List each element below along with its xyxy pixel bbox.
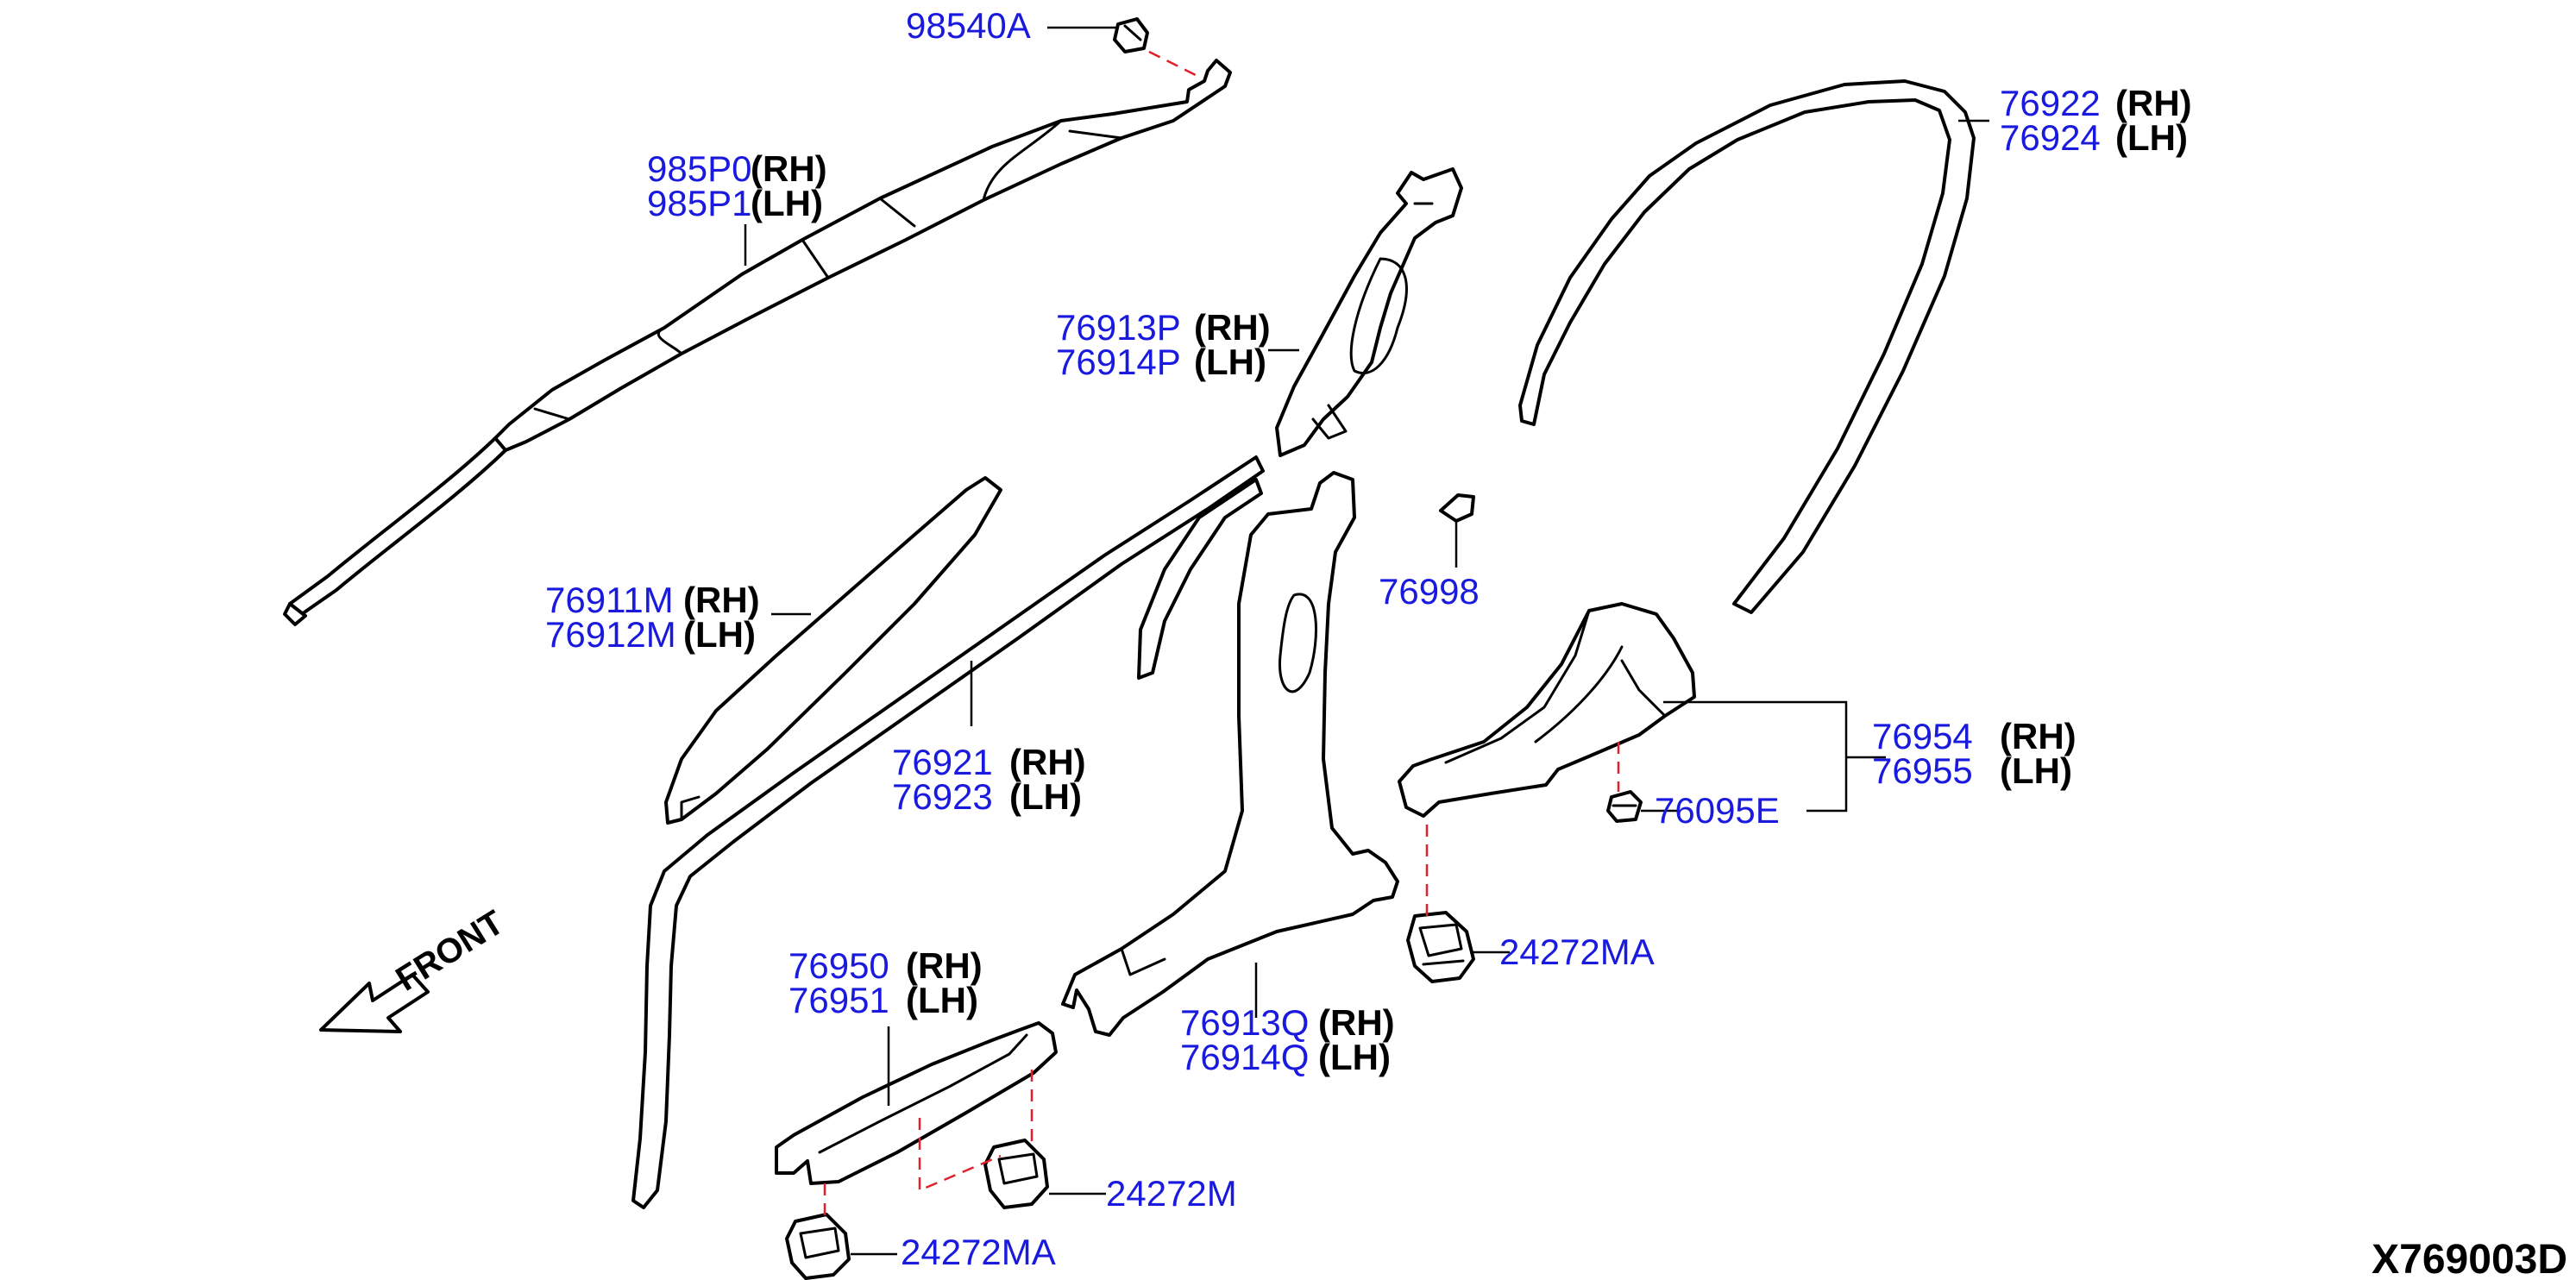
center-pillar-garnish-76913Q[interactable] [1061,471,1399,1037]
callout-76911M-side: (RH) [683,580,760,620]
callout-985P0-side: (RH) [751,148,827,189]
callout-76095E: 76095E [1655,790,1780,831]
callout-76912M: 76912M [545,614,676,655]
callout-76924: 76924 [2000,117,2101,158]
leader-lines [744,26,1989,1256]
callout-76923: 76923 [892,776,993,817]
clip-76095E[interactable] [1606,790,1643,823]
clip-24272MA-right[interactable] [1406,911,1475,983]
callout-76921: 76921 [892,742,993,782]
clip-24272MA-bottom[interactable] [785,1213,851,1280]
callout-76914Q: 76914Q [1180,1037,1309,1077]
callout-76954: 76954 [1872,716,1973,756]
callout-76954-side: (RH) [2000,716,2077,756]
callout-24272M: 24272M [1106,1173,1237,1214]
callout-76951-side: (LH) [906,980,978,1020]
weatherstrip-76921[interactable] [631,455,1265,1209]
callout-985P0: 985P0 [647,148,751,189]
callout-76923-side: (LH) [1009,776,1082,817]
callout-76924-side: (LH) [2115,117,2188,158]
callout-985P1: 985P1 [647,183,751,223]
curtain-airbag-985P[interactable] [283,59,1232,626]
clip-24272M[interactable] [983,1139,1049,1209]
kicking-plate-76950[interactable] [775,1021,1058,1185]
pillar-finisher-76913P[interactable] [1275,167,1463,457]
callout-24272MA-right: 24272MA [1499,932,1655,972]
weatherstrip-76922[interactable] [1518,79,1976,614]
callout-98540A: 98540A [906,5,1031,46]
front-label: FRONT [389,903,510,998]
callout-76955: 76955 [1872,750,1973,791]
kicking-plate-76954[interactable] [1398,602,1696,818]
callout-76912M-side: (LH) [683,614,756,655]
front-arrow-icon [319,973,430,1033]
diagram-code: X769003D [2372,1237,2567,1280]
callout-76955-side: (LH) [2000,750,2072,791]
callout-76921-side: (RH) [1009,742,1086,782]
callout-76913P: 76913P [1056,307,1181,348]
callout-985P1-side: (LH) [751,183,823,223]
dash-bolt [1148,50,1198,78]
callout-76913P-side: (RH) [1194,307,1271,348]
bolt-98540A[interactable] [1113,17,1149,53]
clip-76998[interactable] [1439,493,1475,523]
callout-76913Q: 76913Q [1180,1002,1309,1043]
callout-76950: 76950 [789,945,889,986]
callout-76913Q-side: (RH) [1318,1002,1395,1043]
callout-76914P: 76914P [1056,342,1181,382]
front-pillar-finisher-76911M[interactable] [664,476,1002,825]
callout-76911M: 76911M [545,580,674,620]
callout-76998: 76998 [1379,571,1480,612]
callout-24272MA-bottom: 24272MA [901,1232,1056,1272]
callout-76950-side: (RH) [906,945,983,986]
callout-76914Q-side: (LH) [1318,1037,1391,1077]
dash-24272M-b [918,1118,1002,1192]
callout-76914P-side: (LH) [1194,342,1266,382]
callout-76922: 76922 [2000,83,2101,123]
callout-76951: 76951 [789,980,889,1020]
callout-76922-side: (RH) [2115,83,2192,123]
